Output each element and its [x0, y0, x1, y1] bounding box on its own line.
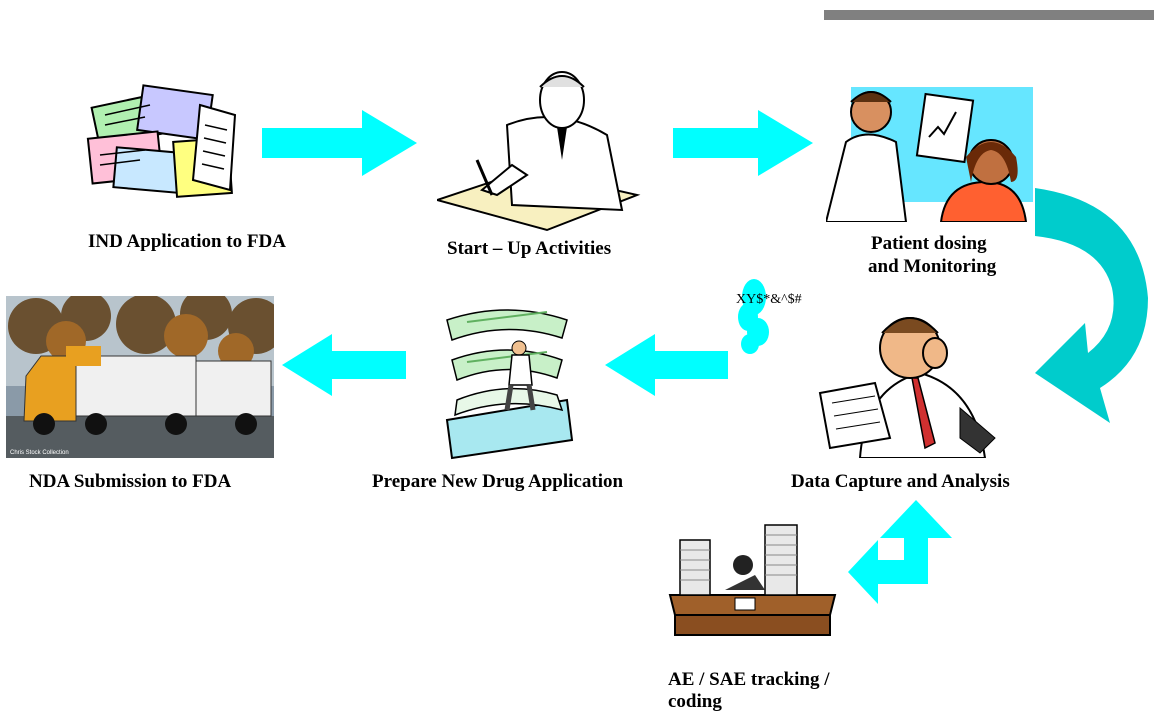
ind-label: IND Application to FDA [88, 231, 286, 252]
left-arrow-icon [605, 334, 728, 401]
stressed-man-clipart-icon [800, 298, 1005, 458]
documents-clipart-icon [85, 80, 245, 210]
header-bar [824, 10, 1154, 20]
paper-scroll-clipart-icon [437, 300, 577, 460]
nda-label: NDA Submission to FDA [29, 471, 232, 492]
left-arrow-icon [282, 334, 406, 401]
right-arrow-icon [262, 110, 417, 181]
ae-label-line1: AE / SAE tracking / [668, 669, 830, 690]
startup-label: Start – Up Activities [447, 238, 612, 259]
dosing-label-line1: Patient dosing [871, 233, 987, 254]
desk-papers-clipart-icon [665, 520, 840, 650]
doctor-patient-clipart-icon [826, 82, 1036, 222]
curved-arrow-icon [1030, 188, 1154, 433]
prepare-label: Prepare New Drug Application [372, 471, 624, 492]
bent-arrow-icon [848, 500, 958, 615]
thought-bubble-icon [734, 272, 774, 357]
photo-caption: Chris Stock Collection [10, 450, 69, 456]
dosing-label-line2: and Monitoring [868, 256, 997, 277]
writing-man-clipart-icon [437, 65, 647, 235]
bubble-text: XY$*&^$# [736, 292, 802, 307]
data-capture-label: Data Capture and Analysis [791, 471, 1010, 492]
right-arrow-icon [673, 110, 813, 181]
ae-label-line2: coding [668, 691, 722, 712]
truck-photo-icon: Chris Stock Collection [6, 296, 274, 458]
